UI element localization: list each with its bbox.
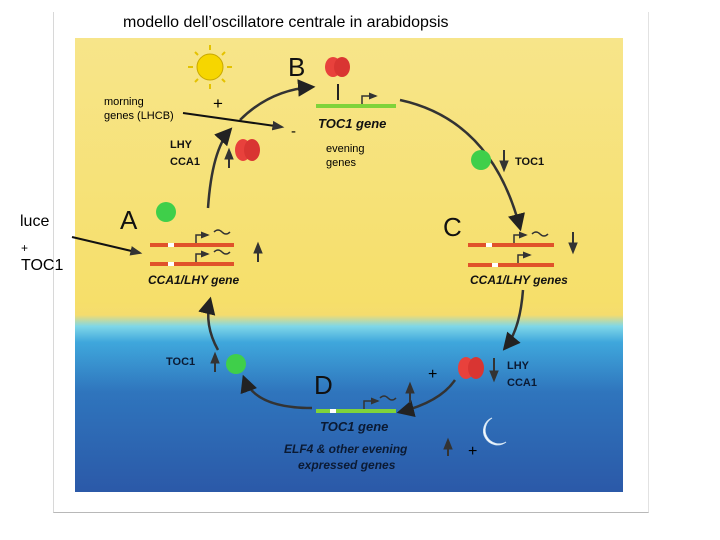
luce-label: luce	[20, 213, 50, 230]
page-title: modello dell’oscillatore centrale in ara…	[123, 14, 449, 31]
cycle-arrow-b-to-c	[399, 98, 525, 232]
cca1-lhy-protein-left	[235, 139, 260, 161]
toc1-protein-right	[471, 150, 491, 170]
toc1-gene-bottom-bar	[316, 381, 415, 413]
cca1lhy-genes-right-bar	[468, 231, 578, 267]
plus-morning: +	[213, 94, 223, 113]
luce-toc1-label: TOC1	[21, 257, 64, 274]
morning-genes-arrow	[182, 112, 285, 131]
cycle-arrow-a-to-b	[206, 127, 233, 209]
cca1-left-label: CCA1	[170, 156, 200, 168]
cca1lhy-genes-right-label: CCA1/LHY genes	[470, 273, 568, 287]
toc1-protein-bottom	[226, 354, 246, 374]
toc1-gene-top-bar	[316, 84, 396, 108]
plus-d: +	[428, 366, 438, 383]
cycle-arrow-top-left	[239, 79, 316, 121]
plus-moon: +	[468, 443, 478, 460]
figure-frame	[53, 12, 649, 513]
phase-a-label: A	[120, 205, 138, 235]
lhy-left-label: LHY	[170, 139, 192, 151]
elf4-label-line1: ELF4 & other evening	[284, 442, 408, 456]
toc1-right-label: TOC1	[515, 156, 545, 168]
cca1-lhy-protein-top	[325, 57, 350, 77]
toc1-gene-top-label: TOC1 gene	[318, 116, 387, 131]
cycle-arrow-c-to-down	[502, 289, 525, 351]
phase-d-label: D	[314, 370, 333, 400]
cca1lhy-gene-left-label: CCA1/LHY gene	[148, 273, 240, 287]
phase-b-label: B	[288, 52, 306, 82]
lhy-right-label: LHY	[507, 360, 529, 372]
moon-icon	[483, 417, 507, 446]
cycle-arrow-bottom-to-left	[240, 374, 313, 410]
minus-sign: -	[291, 123, 296, 140]
elf4-label-line2: expressed genes	[298, 458, 396, 472]
toc1-protein-a	[156, 202, 176, 222]
toc1-gene-bottom-label: TOC1 gene	[320, 419, 389, 434]
evening-genes-label: evening genes	[326, 143, 365, 169]
toc1-bottom-left-label: TOC1	[166, 356, 196, 368]
sun-icon	[188, 45, 232, 89]
cca1-lhy-protein-right	[458, 357, 484, 379]
cca1lhy-gene-left-bar	[150, 229, 263, 266]
luce-arrow	[71, 236, 143, 256]
luce-plus: +	[21, 241, 29, 255]
cycle-arrow-left-up	[198, 296, 220, 351]
cca1-right-label: CCA1	[507, 377, 537, 389]
phase-c-label: C	[443, 212, 462, 242]
morning-genes-label: morning genes (LHCB)	[104, 96, 174, 122]
cycle-arrow-d-to-left	[396, 379, 457, 418]
